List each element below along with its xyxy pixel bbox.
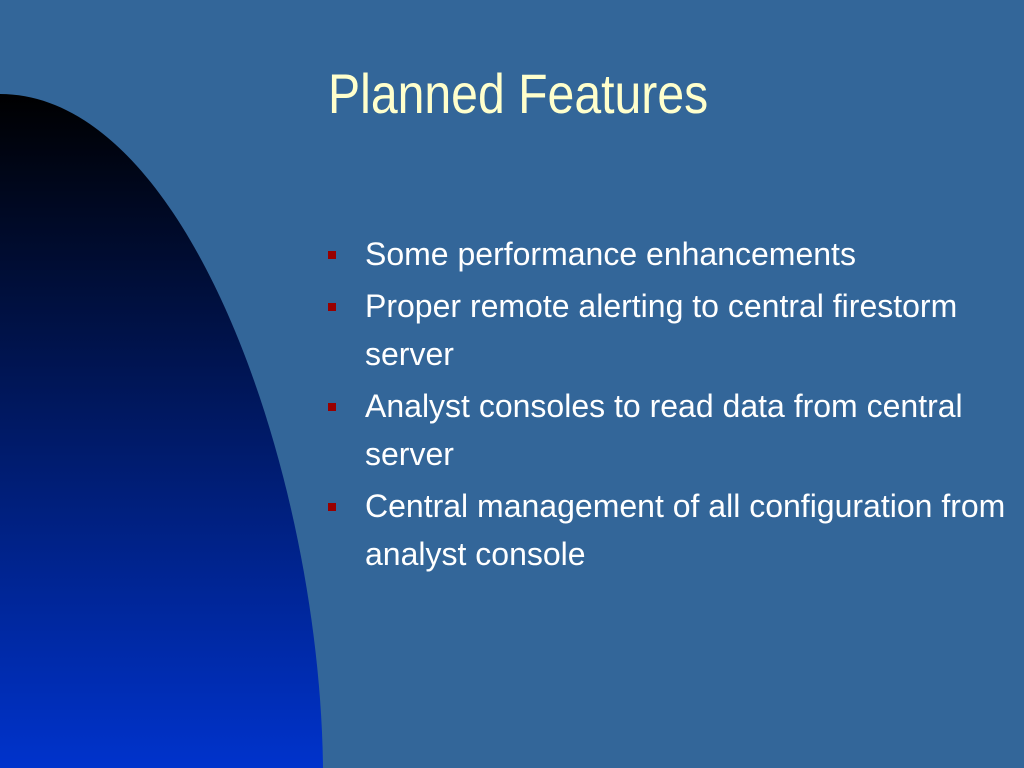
bullet-item: Proper remote alerting to central firest… [328, 282, 1008, 378]
bullet-text: Proper remote alerting to central firest… [365, 288, 958, 372]
bullet-text: Analyst consoles to read data from centr… [365, 388, 963, 472]
bullet-text: Some performance enhancements [365, 236, 856, 272]
bullet-item: Analyst consoles to read data from centr… [328, 382, 1008, 478]
bullet-item: Central management of all configuration … [328, 482, 1008, 578]
slide-title: Planned Features [328, 62, 709, 125]
square-bullet-icon [328, 503, 336, 511]
bullet-list: Some performance enhancements Proper rem… [328, 230, 1008, 582]
bullet-item: Some performance enhancements [328, 230, 1008, 278]
square-bullet-icon [328, 403, 336, 411]
gradient-arc-decoration [0, 94, 323, 768]
bullet-text: Central management of all configuration … [365, 488, 1006, 572]
square-bullet-icon [328, 251, 336, 259]
square-bullet-icon [328, 303, 336, 311]
